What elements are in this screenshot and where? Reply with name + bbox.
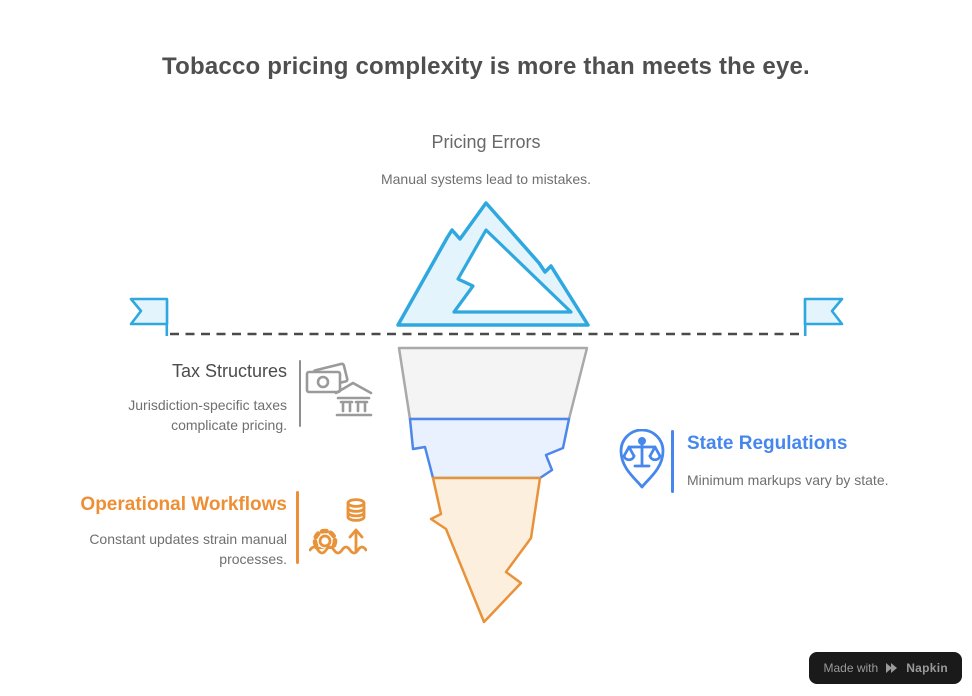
badge-brand: Napkin — [906, 661, 948, 675]
left-flag-icon — [129, 297, 169, 336]
right-flag-icon — [803, 297, 844, 336]
iceberg-layer-blue — [408, 417, 571, 480]
tax-structures-section: Tax Structures Jurisdiction-specific tax… — [17, 361, 287, 436]
iceberg-tip — [396, 201, 590, 327]
tax-structures-subtitle: Jurisdiction-specific taxes complicate p… — [128, 397, 287, 434]
tax-divider — [299, 360, 301, 427]
pricing-errors-subtitle: Manual systems lead to mistakes. — [380, 171, 592, 187]
tax-structures-title: Tax Structures — [171, 361, 287, 381]
state-regulations-subtitle: Minimum markups vary by state. — [687, 472, 889, 488]
operational-workflows-section: Operational Workflows Constant updates s… — [0, 494, 287, 570]
state-regulations-section: State Regulations Minimum markups vary b… — [687, 433, 889, 490]
state-divider — [671, 430, 674, 493]
iceberg-layer-gray — [397, 346, 589, 421]
bank-banknotes-icon — [305, 362, 373, 417]
gear-wave-coins-arrow-icon — [309, 498, 367, 555]
op-divider — [296, 491, 299, 564]
napkin-watermark-badge[interactable]: Made with Napkin — [809, 652, 962, 684]
badge-prefix: Made with — [823, 661, 879, 675]
iceberg-layer-orange — [429, 476, 542, 624]
state-regulations-title: State Regulations — [687, 433, 848, 454]
pricing-errors-title: Pricing Errors — [431, 132, 541, 152]
scales-location-pin-icon — [619, 429, 665, 489]
page-title: Tobacco pricing complexity is more than … — [162, 53, 810, 80]
operational-workflows-title: Operational Workflows — [80, 494, 287, 515]
operational-workflows-subtitle: Constant updates strain manual processes… — [89, 531, 287, 568]
napkin-logo-icon — [886, 663, 898, 673]
